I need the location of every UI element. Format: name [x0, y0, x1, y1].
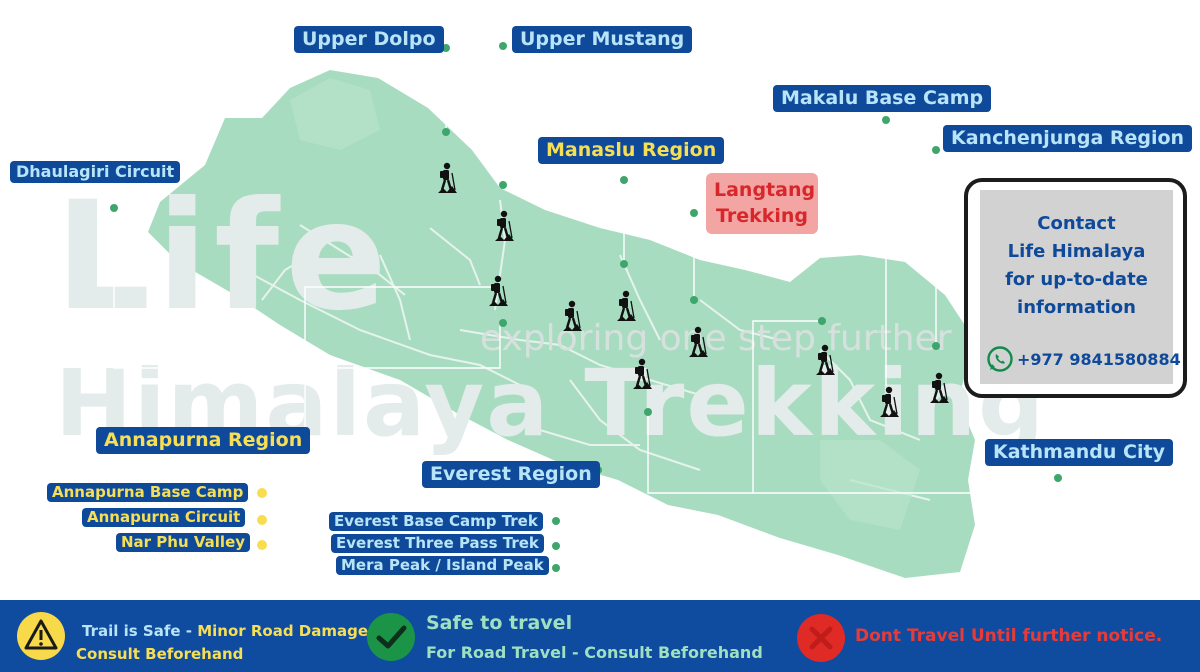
marker-nar-phu	[257, 540, 267, 550]
contact-text: Contact Life Himalaya for up-to-date inf…	[980, 210, 1173, 322]
contact-panel: Contact Life Himalaya for up-to-date inf…	[980, 190, 1181, 384]
marker-langtang-trail	[690, 296, 698, 304]
marker-annapurna-circuit	[257, 515, 267, 525]
marker-upper-mustang-trail	[499, 181, 507, 189]
legend-caution-damage: Minor Road Damage	[197, 622, 369, 640]
contact-line3: for up-to-date	[1005, 269, 1148, 290]
marker-central-2	[818, 317, 826, 325]
label-nar-phu-valley: Nar Phu Valley	[116, 533, 251, 552]
marker-central-1	[499, 319, 507, 327]
marker-kanchenjunga-trail	[932, 342, 940, 350]
hiker-icon	[493, 209, 516, 243]
hiker-icon	[631, 357, 654, 391]
label-annapurna: Annapurna Region	[96, 427, 311, 454]
connectors-layer	[110, 42, 1062, 572]
marker-upper-dolpo	[442, 44, 450, 52]
legend-bar: Trail is Safe - Minor Road Damage Consul…	[0, 600, 1200, 672]
label-mera-peak: Mera Peak / Island Peak	[336, 556, 549, 575]
hiker-icon	[561, 299, 584, 333]
label-everest-base-camp: Everest Base Camp Trek	[329, 512, 543, 531]
legend-safe-title: Safe to travel	[426, 612, 573, 634]
hiker-icon	[615, 289, 638, 323]
contact-phone-number[interactable]: +977 9841580884	[1017, 349, 1181, 369]
hiker-icon	[878, 385, 901, 419]
contact-company: Life Himalaya	[1007, 241, 1146, 262]
marker-langtang	[690, 209, 698, 217]
marker-manaslu	[620, 176, 628, 184]
marker-three-pass	[552, 542, 560, 550]
x-circle-icon	[797, 614, 845, 662]
warning-triangle-icon	[17, 612, 65, 660]
marker-makalu	[882, 116, 890, 124]
label-annapurna-base-camp: Annapurna Base Camp	[47, 483, 249, 502]
contact-title: Contact	[1037, 213, 1116, 234]
label-everest: Everest Region	[422, 461, 600, 488]
marker-mera-peak	[552, 564, 560, 572]
check-circle-icon	[367, 613, 415, 661]
label-kanchenjunga: Kanchenjunga Region	[943, 125, 1193, 152]
marker-kanchenjunga	[932, 146, 940, 154]
legend-safe-subtitle: For Road Travel - Consult Beforehand	[426, 643, 763, 662]
leader-lines	[113, 46, 1059, 569]
label-manaslu: Manaslu Region	[538, 137, 725, 164]
marker-manaslu-trail	[620, 260, 628, 268]
hiker-icon	[814, 343, 837, 377]
contact-line4: information	[1017, 297, 1136, 318]
label-kathmandu: Kathmandu City	[985, 439, 1173, 466]
contact-phone-row: +977 9841580884	[986, 345, 1181, 373]
legend-caution-safe: Trail is Safe -	[82, 622, 198, 640]
marker-upper-dolpo-trail	[442, 128, 450, 136]
map-shading	[290, 78, 920, 530]
nepal-map-shape	[148, 70, 975, 578]
marker-abc	[257, 488, 267, 498]
marker-kathmandu	[1054, 474, 1062, 482]
label-upper-dolpo: Upper Dolpo	[294, 26, 444, 53]
hiker-icon	[928, 371, 951, 405]
label-annapurna-circuit: Annapurna Circuit	[82, 508, 246, 527]
label-everest-three-pass: Everest Three Pass Trek	[331, 534, 544, 553]
whatsapp-icon	[987, 346, 1013, 372]
legend-caution-consult: Consult Beforehand	[76, 645, 244, 663]
hiker-icon	[487, 274, 510, 308]
marker-dhaulagiri	[110, 204, 118, 212]
marker-upper-mustang	[499, 42, 507, 50]
label-makalu: Makalu Base Camp	[773, 85, 992, 112]
label-upper-mustang: Upper Mustang	[512, 26, 693, 53]
label-langtang: Langtang Trekking	[706, 173, 818, 235]
legend-caution-line1: Trail is Safe - Minor Road Damage	[82, 622, 368, 640]
marker-everest-trail	[644, 408, 652, 416]
hiker-icon	[687, 325, 710, 359]
nepal-map	[148, 70, 975, 578]
marker-ebc	[552, 517, 560, 525]
legend-danger-text: Dont Travel Until further notice.	[855, 626, 1163, 646]
contact-box: Contact Life Himalaya for up-to-date inf…	[964, 178, 1187, 398]
hiker-icon	[436, 161, 459, 195]
label-dhaulagiri: Dhaulagiri Circuit	[10, 161, 181, 183]
